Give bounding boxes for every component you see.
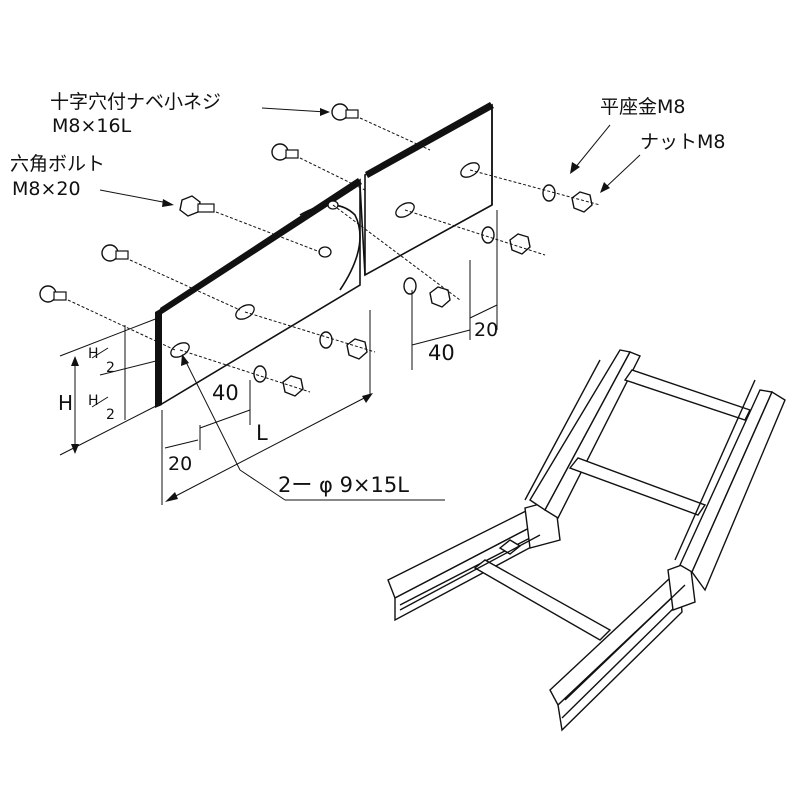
dim-20-right-label: 20 xyxy=(474,319,498,341)
pan-head-screw-icon xyxy=(271,143,366,191)
pan-head-screw-icon xyxy=(331,103,431,151)
pan-head-screw-icon xyxy=(39,285,176,351)
left-plate-edge xyxy=(155,308,162,408)
ladder-tray-illustration xyxy=(387,349,786,732)
dim-half-den-bottom: 2 xyxy=(106,407,115,423)
slot-spec-label: 2ー φ 9×15L xyxy=(278,473,409,497)
dim-H-label: H xyxy=(58,391,73,415)
hex-bolt-name-label: 六角ボルト xyxy=(10,153,105,175)
dimension-lines xyxy=(59,210,498,505)
dim-L-label: L xyxy=(256,421,268,445)
washer-icon xyxy=(403,277,417,295)
leader-lines xyxy=(99,107,641,501)
hex-bolt-size-label: M8×20 xyxy=(12,178,81,200)
dim-40-right-label: 40 xyxy=(428,341,455,365)
nut-icon xyxy=(244,311,376,360)
pan-screw-size-label: M8×16L xyxy=(52,115,132,137)
dim-H-half-top: H xyxy=(88,346,99,362)
labels: 十字穴付ナベ小ネジ M8×16L 六角ボルト M8×20 平座金M8 ナットM8… xyxy=(10,91,725,497)
nut-label: ナットM8 xyxy=(640,131,725,153)
plate-joint-curve xyxy=(299,204,361,291)
nut-icon xyxy=(469,169,601,213)
dim-20-left-label: 20 xyxy=(168,453,192,475)
dim-half-den-top: 2 xyxy=(106,360,115,376)
pan-screw-name-label: 十字穴付ナベ小ネジ xyxy=(50,91,221,113)
dim-40-left-label: 40 xyxy=(212,381,239,405)
right-plate-top-edge xyxy=(365,102,494,178)
dim-H-half-bottom: H xyxy=(88,393,99,409)
hex-bolt-icon xyxy=(179,195,321,253)
right-plate xyxy=(364,103,493,277)
washer-icon xyxy=(542,184,556,202)
washer-icon xyxy=(253,365,267,383)
hole-left-3 xyxy=(318,246,332,258)
nut-icon xyxy=(179,349,311,397)
left-plate-top-edge xyxy=(160,178,362,314)
washer-icon xyxy=(319,331,333,349)
pan-head-screw-icon xyxy=(101,244,241,311)
washer-label: 平座金M8 xyxy=(600,96,685,118)
nut-icon xyxy=(332,204,461,308)
fasteners xyxy=(39,103,601,397)
nut-icon xyxy=(404,209,546,256)
